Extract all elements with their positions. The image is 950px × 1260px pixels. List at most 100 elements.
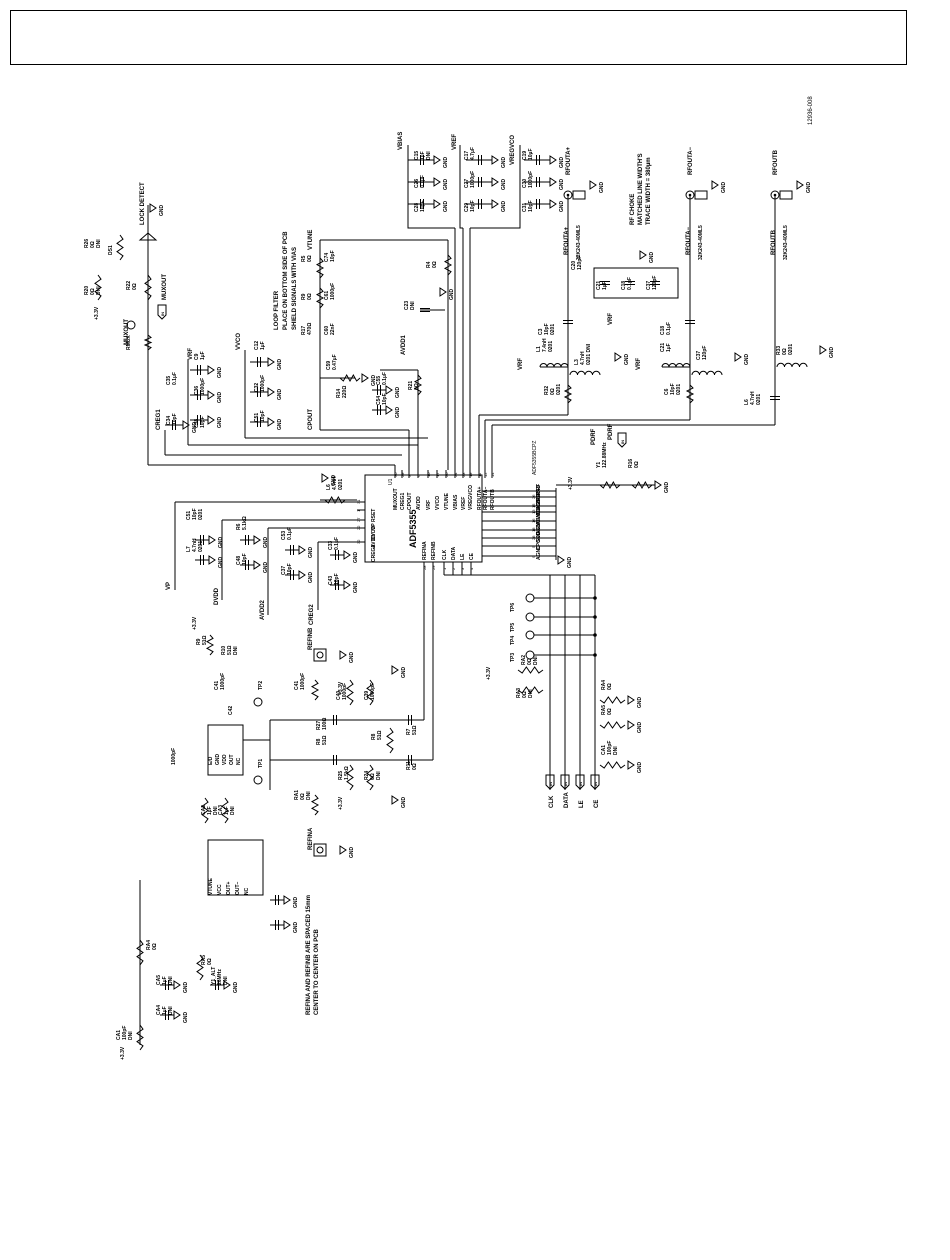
component-value: 1µF bbox=[602, 281, 608, 290]
alt-gnd bbox=[173, 1010, 181, 1020]
net-refina: REFINA bbox=[308, 827, 314, 850]
chip-pin-name: VP bbox=[371, 523, 377, 530]
component-ref: C35 bbox=[166, 376, 172, 385]
pulldown bbox=[599, 721, 626, 729]
bypass-gnd bbox=[549, 155, 557, 165]
component-value: 0Ω bbox=[152, 943, 158, 950]
gnd-label: GND bbox=[217, 367, 223, 379]
note-refin-spacing: REFINA AND REFINB ARE SPACED 15mm bbox=[306, 895, 312, 1015]
pulldown-gnd bbox=[627, 720, 635, 730]
tp-label: TP3 bbox=[510, 653, 516, 662]
gnd-label: GND bbox=[664, 482, 670, 494]
chip-pin-num: 13 bbox=[531, 509, 536, 514]
component-value: 1000pF bbox=[470, 171, 476, 188]
component-ref: C21 bbox=[660, 343, 666, 352]
pulldown bbox=[599, 761, 626, 769]
component-ref: C74 bbox=[324, 253, 330, 262]
net-vregvco: VREGVCO bbox=[510, 135, 516, 165]
R26 bbox=[116, 234, 124, 261]
component-value: 10pF bbox=[287, 563, 293, 575]
c23-gnd bbox=[439, 287, 447, 297]
R22 bbox=[144, 274, 152, 301]
component-value: 10pF bbox=[528, 200, 534, 212]
crystal-pin: E/D bbox=[208, 756, 214, 765]
port-flag-label: IN bbox=[620, 440, 625, 444]
L1 bbox=[539, 363, 569, 368]
gnd-label: GND bbox=[395, 407, 401, 419]
testpoint bbox=[525, 630, 535, 640]
gnd-label: GND bbox=[308, 547, 314, 559]
component-value: 22nF bbox=[330, 323, 336, 335]
net-rfouta-p-tag: RFOUTA+ bbox=[564, 226, 570, 255]
component-ref: R7 bbox=[406, 728, 412, 735]
net-rfoutb: RFOUTB bbox=[773, 149, 779, 175]
vregvco-net bbox=[470, 145, 521, 229]
DS1-led bbox=[138, 232, 158, 241]
component-note: DNI bbox=[223, 976, 229, 985]
alt-pin: NC bbox=[244, 887, 250, 895]
component-value: 0.1µF bbox=[172, 372, 178, 385]
chip-pin-num: 16 bbox=[531, 518, 536, 523]
decoup-gnd bbox=[267, 387, 275, 397]
sma-part: 32K243-40ML5 bbox=[698, 225, 704, 260]
L3 bbox=[569, 370, 601, 376]
RA3 bbox=[136, 1024, 144, 1051]
RA2 bbox=[196, 954, 204, 981]
sma-rfouta-p bbox=[572, 190, 586, 200]
gnd-label: GND bbox=[183, 982, 189, 994]
chip-pin-num: 24 bbox=[453, 472, 458, 477]
R11 bbox=[310, 794, 320, 816]
component-ref: C31 bbox=[522, 203, 528, 212]
gnd-label: GND bbox=[159, 205, 165, 217]
RMUX bbox=[143, 334, 153, 351]
bypass-gnd bbox=[491, 155, 499, 165]
gnd-label: GND bbox=[649, 252, 655, 264]
component-value: 1µF bbox=[207, 806, 213, 815]
chip-pin-num: 12 bbox=[483, 472, 488, 477]
component-note: 0201 bbox=[548, 341, 554, 352]
component-ref: C9 bbox=[194, 353, 200, 360]
net-creg2: CREG2 bbox=[309, 604, 315, 625]
dvdd-gnd bbox=[253, 560, 261, 570]
chip-pin-num: 14 bbox=[490, 472, 495, 477]
gnd-label: GND bbox=[349, 652, 355, 664]
component-note: 0201 bbox=[198, 541, 204, 552]
net-avdd2: AVDD2 bbox=[260, 599, 266, 620]
component-value: 10pF bbox=[334, 573, 340, 585]
component-value: 120pF bbox=[652, 276, 658, 290]
refin-sma bbox=[313, 843, 327, 857]
component-ref: R14 bbox=[336, 389, 342, 398]
component-ref: C21 bbox=[596, 281, 602, 290]
net-pdrf-flag: PDRF bbox=[608, 423, 614, 440]
ref-gnd bbox=[391, 795, 399, 805]
component-value: 1µF bbox=[162, 976, 168, 985]
component-note: 0201 bbox=[550, 324, 556, 335]
sma-rfouta-n bbox=[685, 190, 695, 200]
component-ref: C55 bbox=[376, 376, 382, 385]
gnd-label: GND bbox=[395, 387, 401, 399]
R24 bbox=[517, 686, 544, 694]
chip-pin-name: CPOUT bbox=[407, 493, 413, 511]
gnd-label: GND bbox=[277, 359, 283, 371]
R32 bbox=[563, 384, 573, 404]
creg2-gnd bbox=[343, 580, 351, 590]
R27 bbox=[386, 727, 394, 754]
component-ref: C19 bbox=[522, 151, 528, 160]
sma-rfoutb bbox=[770, 190, 780, 200]
chip-pin-name: MUXOUT bbox=[393, 488, 399, 510]
component-value: 10pF bbox=[544, 323, 550, 335]
component-value: 51Ω bbox=[202, 635, 208, 645]
component-ref: C36 bbox=[194, 386, 200, 395]
component-ref: R16 bbox=[628, 459, 634, 468]
component-value: 51Ω bbox=[322, 735, 328, 745]
component-value: 0.47µF bbox=[332, 354, 338, 370]
muxout-flag bbox=[157, 304, 167, 320]
port-flag-label: IN bbox=[160, 312, 165, 316]
spi-flag bbox=[560, 774, 570, 790]
component-value: 10pF bbox=[382, 393, 388, 405]
sma-rfoutb bbox=[779, 190, 793, 200]
sma-rfoutb bbox=[773, 193, 777, 197]
component-ref: C17 bbox=[464, 151, 470, 160]
chip-pin-name: RFOUTA− bbox=[483, 487, 489, 510]
chip-pin-name: AGNDVCO bbox=[536, 499, 542, 525]
